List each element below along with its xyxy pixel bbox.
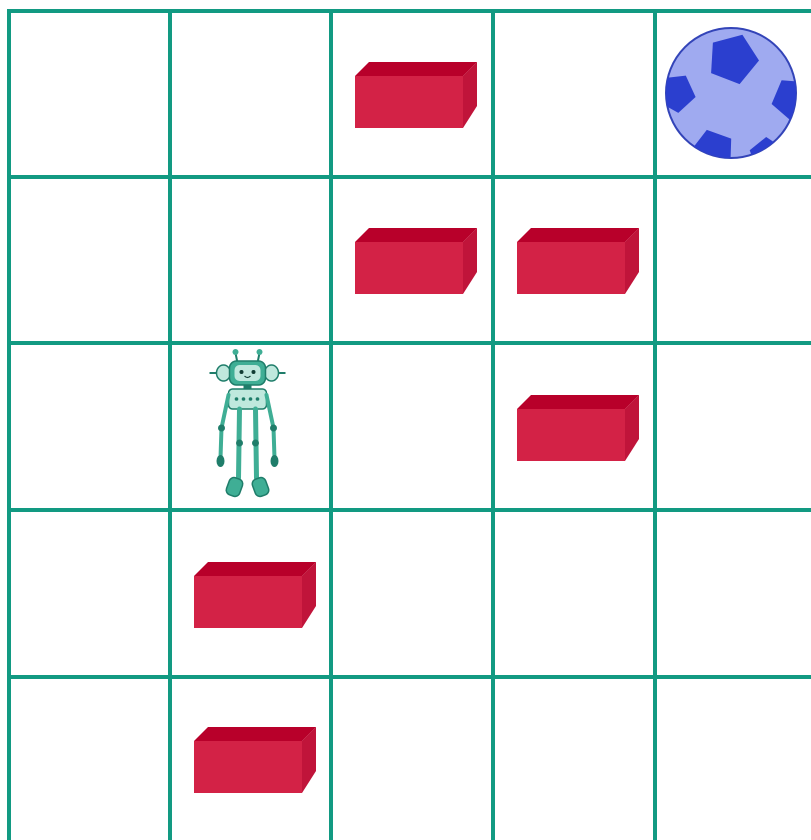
grid-cell-r3-c3[interactable] — [493, 510, 655, 677]
grid-cell-r4-c4[interactable] — [655, 677, 811, 840]
grid-cell-r2-c2[interactable] — [331, 343, 493, 510]
grid-cell-r2-c0[interactable] — [9, 343, 170, 510]
brick-icon — [355, 228, 477, 294]
brick-icon — [517, 228, 639, 294]
brick-icon — [194, 562, 316, 628]
grid-cell-r3-c4[interactable] — [655, 510, 811, 677]
grid-cell-r4-c2[interactable] — [331, 677, 493, 840]
grid-cell-r4-c3[interactable] — [493, 677, 655, 840]
grid-cell-r3-c2[interactable] — [331, 510, 493, 677]
grid-cell-r0-c0[interactable] — [9, 11, 170, 177]
grid-cell-r1-c0[interactable] — [9, 177, 170, 343]
grid-cell-r4-c0[interactable] — [9, 677, 170, 840]
grid-cell-r0-c1[interactable] — [170, 11, 331, 177]
brick-icon — [355, 62, 477, 128]
grid-cell-r1-c1[interactable] — [170, 177, 331, 343]
brick-icon — [194, 727, 316, 793]
grid-cell-r0-c3[interactable] — [493, 11, 655, 177]
grid-cell-r1-c4[interactable] — [655, 177, 811, 343]
grid-cell-r3-c0[interactable] — [9, 510, 170, 677]
grid-cell-r2-c4[interactable] — [655, 343, 811, 510]
brick-icon — [517, 395, 639, 461]
